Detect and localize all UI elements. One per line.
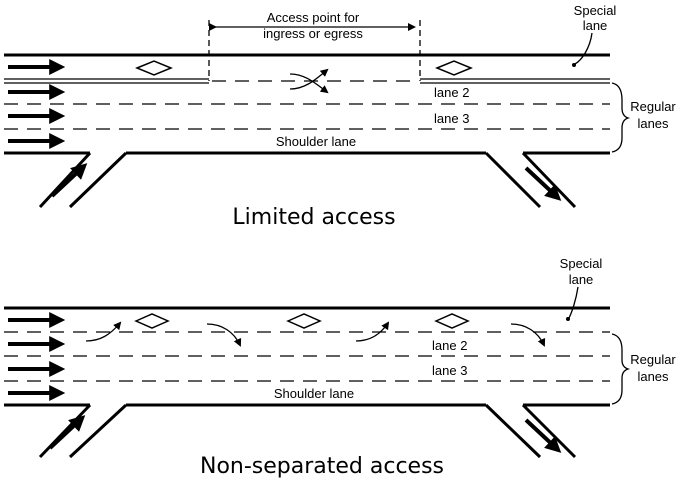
access-label-line1: Access point for	[267, 10, 360, 25]
on-ramp-arrow-icon	[50, 163, 88, 198]
regular-lanes-label-line2: lanes	[637, 116, 669, 131]
ingress-arrow-icon	[85, 321, 122, 342]
shoulder-lane-label: Shoulder lane	[274, 386, 354, 401]
special-lane-leader	[568, 286, 579, 319]
special-lane-label-line1: Special	[574, 3, 617, 18]
hov-diamond-icon	[135, 60, 173, 76]
off-ramp-arrow-icon	[524, 418, 562, 453]
separation-barrier-left	[4, 78, 209, 84]
egress-arrow-icon	[206, 323, 242, 347]
hov-diamond-icon	[134, 313, 170, 329]
non-separated-access-caption: Non-separated access	[200, 454, 444, 479]
road-bottom-edge-with-ramps	[4, 151, 610, 209]
egress-arrow-icon	[510, 323, 546, 347]
traffic-arrows	[8, 59, 562, 201]
separation-barrier-right	[420, 78, 610, 84]
lane-3-label: lane 3	[432, 363, 467, 378]
regular-lanes-brace	[611, 82, 631, 153]
limited-access-caption: Limited access	[232, 205, 395, 230]
hov-diamond-icon	[434, 313, 470, 329]
on-ramp-arrow-icon	[48, 415, 86, 450]
special-lane-label-line2: lane	[569, 272, 594, 287]
lane-2-label: lane 2	[434, 85, 469, 100]
traffic-arrows	[8, 312, 562, 453]
special-lane-label-line2: lane	[583, 18, 608, 33]
lane-2-label: lane 2	[432, 338, 467, 353]
ingress-arrow-icon	[355, 321, 390, 342]
leader-dot	[566, 317, 570, 321]
shoulder-lane-label: Shoulder lane	[276, 134, 356, 149]
regular-lanes-label-line1: Regular	[630, 352, 676, 367]
road-bottom-edge-with-ramps	[4, 403, 610, 459]
lane-3-label: lane 3	[434, 111, 469, 126]
leader-dot	[572, 63, 576, 67]
regular-lanes-label-line2: lanes	[637, 369, 669, 384]
access-label-line2: ingress or egress	[263, 26, 363, 41]
hov-diamond-icon	[435, 60, 473, 76]
ingress-egress-weave-icon	[289, 68, 329, 94]
lane-change-arrows	[85, 321, 546, 347]
off-ramp-arrow-icon	[524, 166, 562, 201]
non-separated-access-panel: lane 2 lane 3 Shoulder lane Special lane…	[4, 256, 676, 479]
hov-diamond-icon	[286, 313, 322, 329]
limited-access-panel: Access point for ingress or egress lane …	[4, 3, 676, 230]
regular-lanes-label-line1: Regular	[630, 99, 676, 114]
special-lane-label-line1: Special	[560, 256, 603, 271]
regular-lanes-brace	[611, 333, 631, 405]
special-lane-leader	[574, 32, 593, 65]
